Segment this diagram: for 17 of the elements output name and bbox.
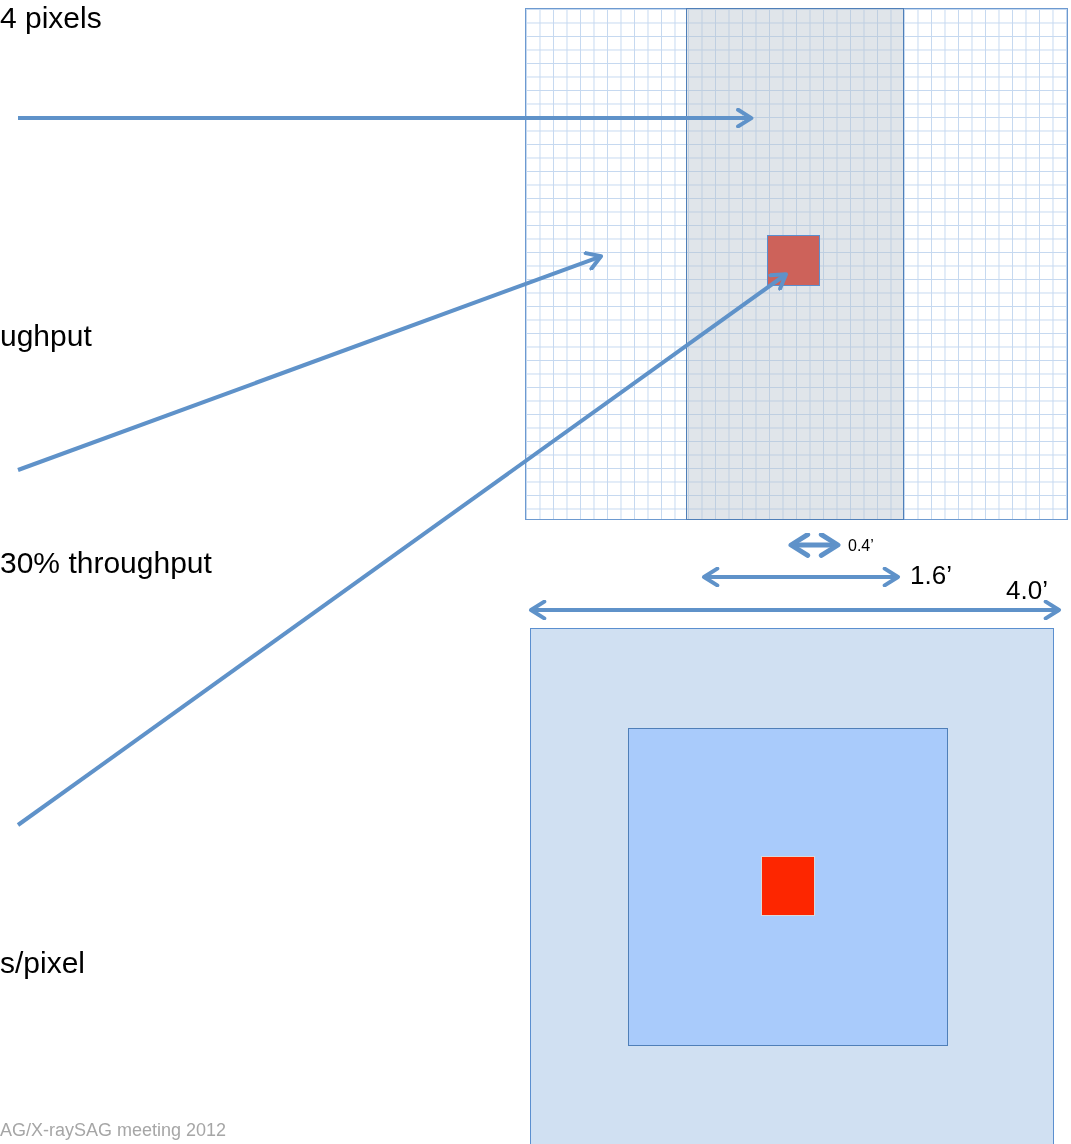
footer-text: AG/X-raySAG meeting 2012 <box>0 1120 227 1142</box>
annotation-text: s/pixel <box>0 945 86 981</box>
outer-field-square <box>530 628 1054 1144</box>
dimension-label: 4.0’ <box>1006 575 1048 607</box>
dimension-label: 0.4’ <box>848 536 874 556</box>
annotation-text: 4 pixels <box>0 0 102 36</box>
slit-region <box>685 7 904 520</box>
pixel-grid-drawing <box>525 8 1068 520</box>
dimension-label: 1.6’ <box>910 560 952 592</box>
leader-arrow <box>16 272 788 827</box>
leader-arrow <box>18 107 754 129</box>
annotation-text: 30% throughput <box>0 545 212 581</box>
target-square <box>767 235 820 286</box>
inner-field-square <box>627 727 948 1046</box>
core-square <box>761 856 815 916</box>
leader-arrow <box>17 251 603 472</box>
annotation-text: ughput <box>0 318 92 354</box>
